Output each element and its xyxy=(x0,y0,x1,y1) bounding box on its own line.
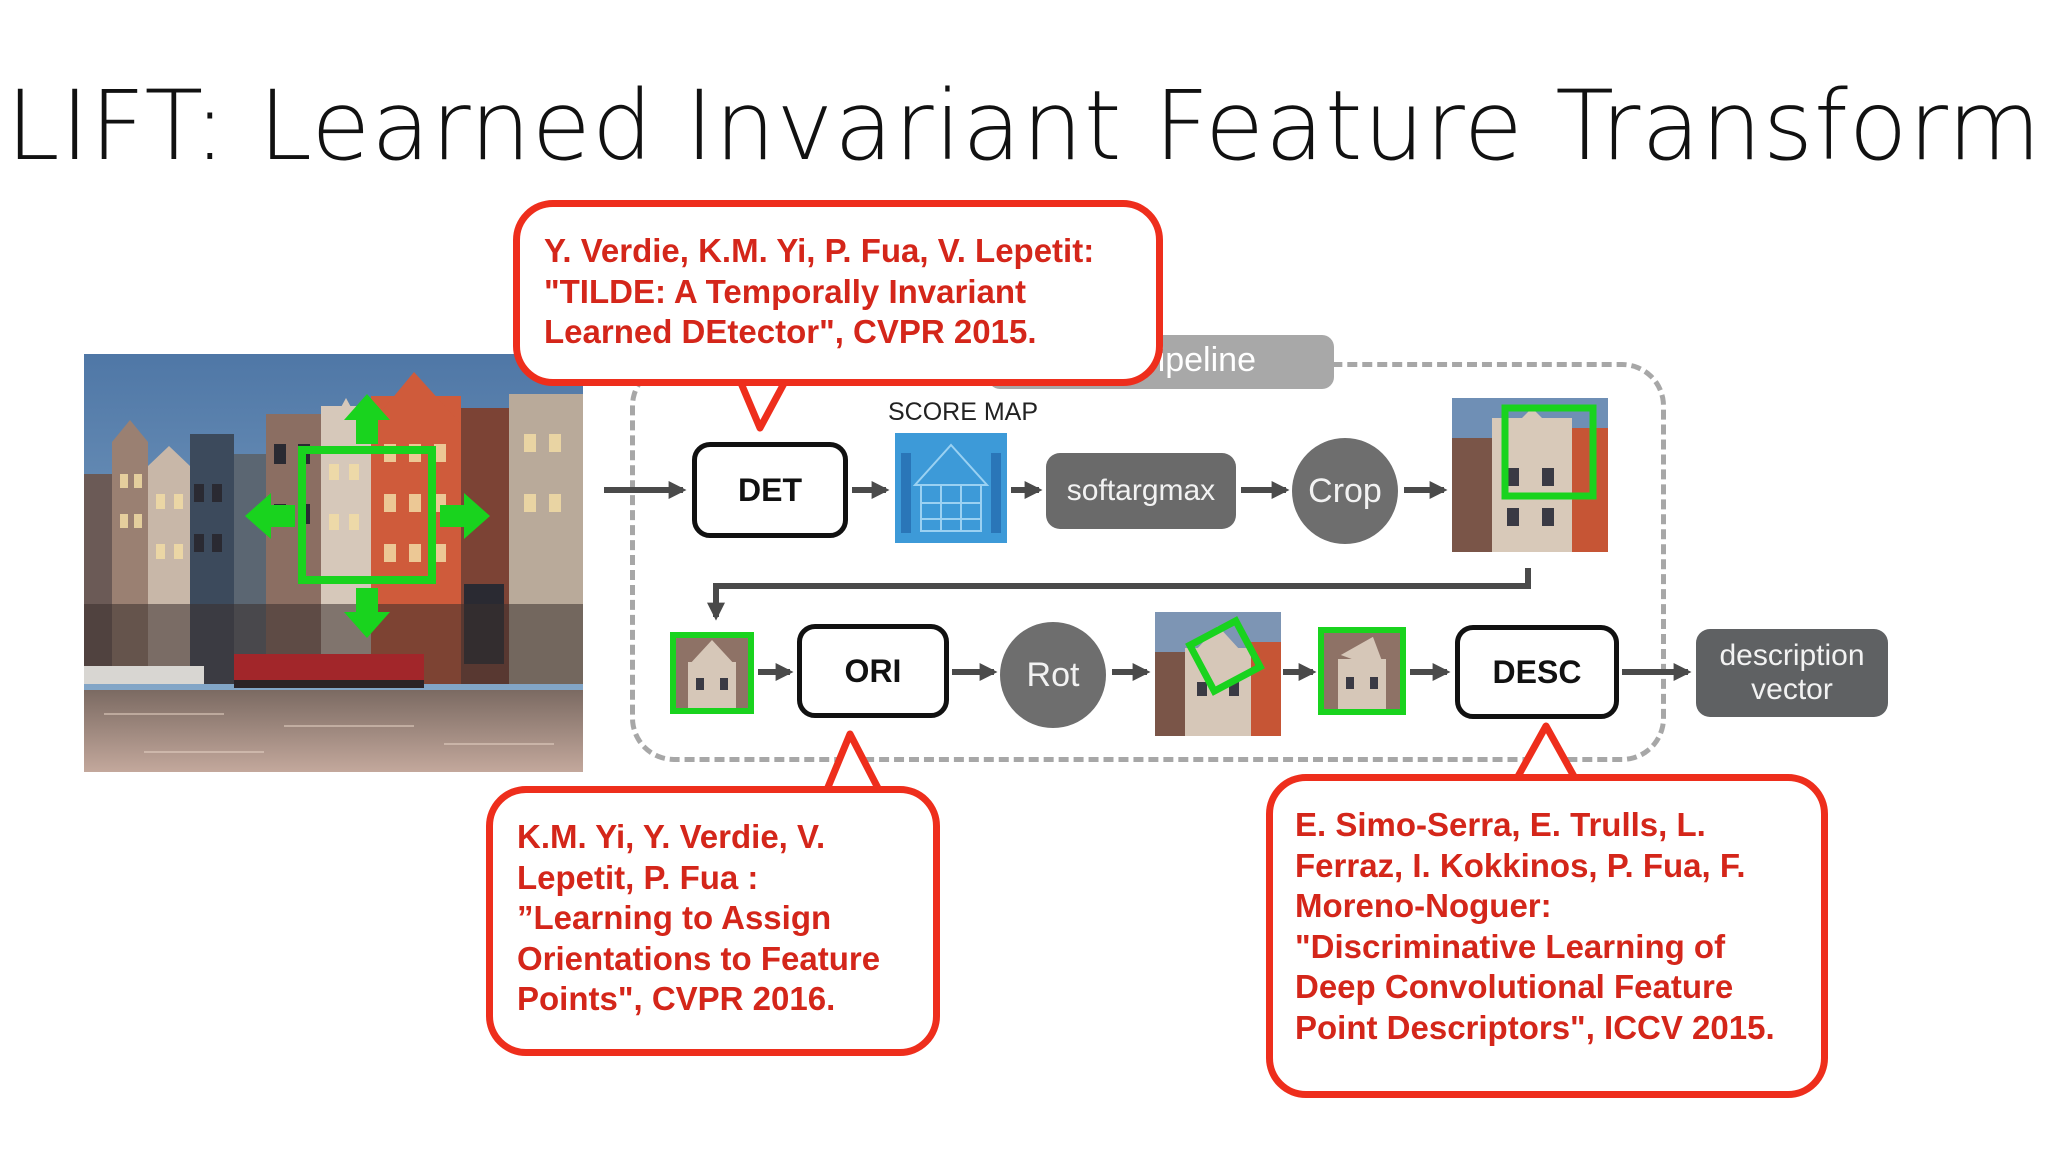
output-label-line2: vector xyxy=(1751,673,1833,706)
det-label: DET xyxy=(738,471,802,508)
slide-title: LIFT: Learned Invariant Feature Transfor… xyxy=(6,70,2042,182)
canal-houses-photo xyxy=(84,354,583,772)
rot-op: Rot xyxy=(1000,622,1106,728)
rotated-patch-image xyxy=(1155,612,1281,736)
arrow-wrap-to-row2 xyxy=(707,568,1531,621)
rot-label: Rot xyxy=(1026,655,1080,694)
desc-module: DESC xyxy=(1455,625,1619,719)
tilde-callout-line: Y. Verdie, K.M. Yi, P. Fua, V. Lepetit: xyxy=(544,232,1095,269)
detected-patch-image xyxy=(1452,398,1608,552)
descriptor-callout: E. Simo-Serra, E. Trulls, L. Ferraz, I. … xyxy=(1266,774,1828,1098)
aligned-patch-image xyxy=(1318,627,1406,715)
crop-label: Crop xyxy=(1308,471,1382,510)
orientation-callout-line: K.M. Yi, Y. Verdie, V. xyxy=(517,818,826,855)
crop-op: Crop xyxy=(1292,438,1398,544)
orientation-callout-line: Orientations to Feature xyxy=(517,939,881,977)
det-module: DET xyxy=(692,442,848,538)
ori-label: ORI xyxy=(844,652,902,689)
tilde-callout-line: "TILDE: A Temporally Invariant xyxy=(544,272,1026,310)
ori-callout-pointer xyxy=(822,730,884,796)
descriptor-callout-line: Deep Convolutional Feature xyxy=(1295,968,1734,1005)
descriptor-callout-line: "Discriminative Learning of xyxy=(1295,927,1726,965)
desc-callout-pointer xyxy=(1512,722,1580,784)
score-map-image xyxy=(895,433,1007,543)
output-label-line1: description xyxy=(1719,639,1865,673)
softargmax-label: softargmax xyxy=(1066,474,1216,508)
descriptor-callout-line: E. Simo-Serra, E. Trulls, L. xyxy=(1295,806,1706,843)
softargmax-op: softargmax xyxy=(1046,453,1236,529)
score-map-label: SCORE MAP xyxy=(888,398,1039,426)
tilde-callout-line: Learned DEtector", CVPR 2015. xyxy=(544,313,1037,350)
pipeline-tab-label: ipeline xyxy=(1157,341,1256,379)
tilde-callout: Y. Verdie, K.M. Yi, P. Fua, V. Lepetit: … xyxy=(513,200,1163,386)
desc-label: DESC xyxy=(1492,653,1582,690)
descriptor-callout-line: Ferraz, I. Kokkinos, P. Fua, F. xyxy=(1295,846,1746,884)
orientation-callout-line: Points", CVPR 2016. xyxy=(517,980,836,1017)
orientation-callout-line: ”Learning to Assign xyxy=(517,899,832,936)
orientation-callout: K.M. Yi, Y. Verdie, V. Lepetit, P. Fua :… xyxy=(486,786,940,1056)
descriptor-callout-line: Moreno-Noguer: xyxy=(1295,887,1552,924)
ori-module: ORI xyxy=(797,624,949,718)
orientation-callout-line: Lepetit, P. Fua : xyxy=(517,858,759,896)
cropped-patch-image xyxy=(670,632,754,714)
descriptor-callout-line: Point Descriptors", ICCV 2015. xyxy=(1295,1008,1775,1046)
description-vector-output: description vector xyxy=(1696,629,1888,717)
